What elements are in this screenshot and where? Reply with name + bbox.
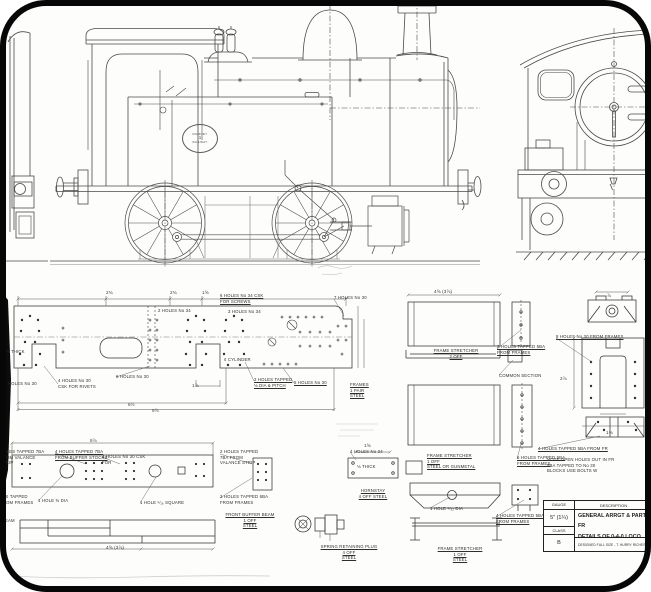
label-3-holes-no34: 3 HOLES No 34: [228, 309, 261, 314]
dim-4-5-8-a: 4⅝ (3⅞): [434, 289, 453, 294]
dim-2-3-4-b: 2¾: [170, 290, 177, 295]
description-label: DESCRIPTION: [575, 501, 651, 510]
note-open-holes: NOTE OPEN HOLES OUT IN FR 5BA TAPPED TO …: [547, 457, 615, 474]
class-value: B: [557, 540, 561, 547]
dim-1-3-8: 1⅜: [606, 430, 613, 435]
rivet-holes: [18, 314, 246, 367]
label-frame-stretcher-gunmetal: FRAME STRETCHER 1 OFF STEEL OR GUNMETAL: [427, 453, 476, 470]
label-4-holes-no34: 4 HOLES No 34: [350, 449, 383, 454]
label-4-holes-no30-csk-b: 4 HOLES No 30 CSK FOR: [102, 454, 146, 465]
label-eighth-thick-b: ⅛ THICK: [357, 464, 376, 469]
label-4-holes-tapped-5ba-horn: 4 HOLES TAPPED 5BA FROM FR: [538, 446, 608, 451]
nameplate-number: 1: [198, 135, 202, 141]
label-8-holes-no30-frames: 8 HOLES No 30 FROM FRAMES: [556, 334, 624, 339]
horn-blocks-detail: [572, 290, 645, 438]
steam-dome: [298, 4, 362, 120]
dim-7-8: ⅞: [607, 293, 611, 298]
label-3-holes-no30: 3 HOLES No 30: [4, 381, 37, 386]
label-eighth-thick: ⅛ THICK: [6, 349, 25, 354]
smokebox-door: [574, 61, 651, 147]
lower-stretchers-detail: [409, 482, 539, 541]
dim-1-5-8: 1⅝: [202, 290, 209, 295]
nameplate-top-text: ROMNEY: [192, 132, 208, 137]
cab: [85, 28, 225, 186]
driving-wheels: [124, 180, 353, 268]
label-7-holes-no30: 7 HOLES No 30: [334, 295, 367, 300]
spring-plug-detail: [294, 514, 345, 541]
dimension-lines: [16, 296, 365, 412]
label-hornstay: HORNSTAY 4 OFF STEEL: [358, 488, 388, 499]
side-tank: [127, 92, 333, 186]
scan-shadow: [0, 290, 11, 510]
rear-buffer: [56, 169, 89, 205]
label-2-holes-no34: 2 HOLES No 34: [158, 308, 191, 313]
label-2-holes-tapped-pitch: 2 HOLES TAPPED ⅛ DIA & PITCH: [254, 377, 293, 388]
label-tapped-7ba-valance-cut: HOLES TAPPED 7BA FROM VALANCE STRIP: [0, 449, 45, 466]
label-frame-stretcher-1off: FRAME STRETCHER 1 OFF STEEL: [437, 546, 483, 563]
motion: [172, 160, 410, 255]
description-text: GENERAL ARRGT & PART FR DETAILS OF 0-4-0…: [575, 510, 651, 540]
label-1-hole-3-8-dia: 1 HOLE ⅜ DIA: [38, 498, 69, 503]
label-4-holes-tapped-5ba: 4 HOLES TAPPED 5BA FROM FRAMES: [496, 513, 545, 524]
dim-6-1-2: 6½: [128, 402, 135, 407]
leader-lines: [37, 298, 601, 518]
front-view: [516, 28, 651, 261]
credit-note: DESIGNED FULL SIZE - T. HURRY RICHES: [578, 542, 646, 547]
label-1-hole-square: 1 HOLE ⁵⁄₁₆ SQUARE: [140, 500, 185, 505]
description-line1: GENERAL ARRGT & PART FR: [578, 513, 646, 530]
side-elevation: [50, 0, 482, 268]
title-block-right-column: DESCRIPTION GENERAL ARRGT & PART FR DETA…: [575, 501, 651, 551]
rear-partial-view: [6, 31, 48, 262]
label-cylinder-centreline: ¢ CYLINDER: [224, 357, 251, 362]
dim-2-3-4-a: 2¾: [106, 290, 113, 295]
frame-stretchers-detail: [405, 293, 533, 449]
label-2-holes-tapped-7ba-valance: 2 HOLES TAPPED 7BA FROM VALANCE STRIP: [220, 449, 259, 466]
boiler: [204, 26, 480, 186]
label-frames: FRAMES 1 PAIR STEEL: [350, 382, 369, 399]
dim-2-7-8: 2⅞: [560, 376, 567, 381]
description-line2: DETAILS OF 0-4-0 LOCO: [578, 533, 641, 540]
safety-valves: [213, 26, 237, 53]
label-4-holes-tapped-7ba-stocks: 4 HOLES TAPPED 7BA FROM BUFFER STOCKS: [55, 449, 108, 460]
label-2-holes-tapped-5ba: 2 HOLES TAPPED 5BA FROM FRAMES: [497, 344, 546, 355]
gauge-value: 5" (1¼): [544, 510, 574, 527]
dim-1-7-8: 1⅞: [192, 383, 199, 388]
label-4-holes-no30-csk-rivets: 4 HOLES No 30 CSK FOR RIVETS: [58, 378, 96, 389]
label-frame-stretcher-2off: FRAME STRETCHER 2 OFF: [433, 348, 479, 359]
label-common-section: COMMON SECTION: [499, 373, 542, 378]
label-5-holes-no30: 5 HOLES No 30: [294, 380, 327, 385]
dim-1-5-8-b: 1⅝: [364, 443, 371, 448]
front-buffer: [457, 169, 482, 211]
label-tapped-from-frames-cut: LES TAPPED FROM FRAMES: [0, 494, 34, 505]
dim-9-7-8: 9⅞: [152, 408, 159, 413]
label-spring-retaining-plug: SPRING RETAINING PLUG 4 OFF STEEL: [320, 544, 378, 561]
label-1-hole-5-32-dia: 1 HOLE ⁵⁄₃₂ DIA: [430, 506, 464, 511]
dim-4-5-8-b: 4⅝ (3⅞): [106, 545, 125, 550]
brake-gear: [138, 196, 340, 260]
dim-8-7-8: 8⅞: [90, 438, 97, 443]
nameplate-bottom-text: RAILWAY: [192, 139, 208, 144]
coupling-hook: [609, 177, 618, 191]
label-6-holes-no34-csk: 6 HOLES No 34 CSK FOR SCREWS: [220, 293, 264, 304]
front-buffers: [530, 171, 567, 236]
label-6-holes-no30: 6 HOLES No 30: [116, 374, 149, 379]
smokebox: [395, 0, 458, 186]
buffer-beam-detail: [10, 441, 273, 551]
title-block-left-column: GAUGE 5" (1¼) CLASS B: [544, 501, 575, 551]
label-6-holes-tapped-5ba: 6 HOLES TAPPED 5BA FROM FRAMES: [517, 455, 566, 466]
label-front-buffer-beam: FRONT BUFFER BEAM 1 OFF STEEL: [225, 512, 275, 529]
hornstay-detail: [294, 450, 423, 541]
label-2-holes-tapped-6ba-frames: 2 HOLES TAPPED 6BA FROM FRAMES: [220, 494, 269, 505]
title-block: GAUGE 5" (1¼) CLASS B DESCRIPTION GENERA…: [543, 500, 651, 552]
label-beam-cut: BEAM: [2, 518, 15, 523]
class-label: CLASS: [544, 527, 574, 536]
gauge-label: GAUGE: [544, 501, 574, 510]
works-nameplate: ROMNEY 1 RAILWAY: [182, 124, 218, 153]
